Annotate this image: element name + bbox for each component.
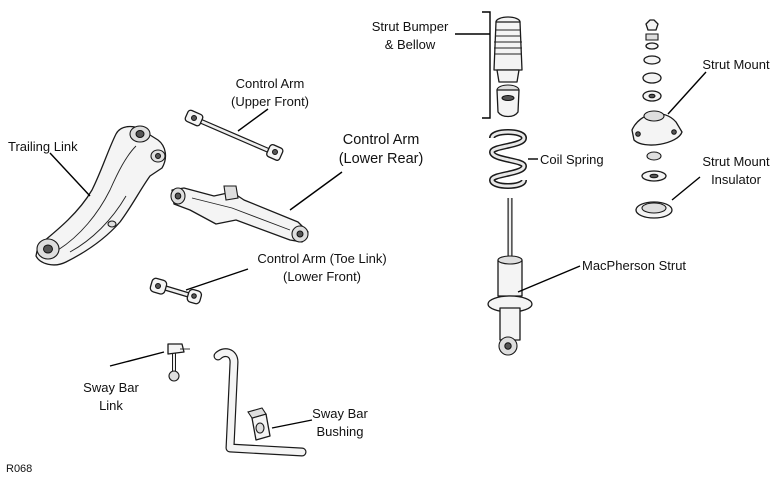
leader-strut-mount-insulator (671, 176, 701, 201)
label-strut-mount: Strut Mount (702, 57, 770, 72)
control-arm-toe-link-part (149, 277, 203, 305)
coil-spring-part (488, 129, 528, 189)
strut-bumper-bellow-part (493, 16, 523, 118)
label-macpherson-strut: MacPherson Strut (582, 258, 686, 273)
label-sway-bar-bushing-line2: Bushing (317, 424, 364, 439)
label-control-arm-toe-link-line2: (Lower Front) (283, 269, 361, 284)
figure-reference-code: R068 (6, 463, 32, 475)
label-sway-bar-link-line1: Sway Bar (83, 380, 139, 395)
label-control-arm-lower-rear-line2: (Lower Rear) (339, 151, 424, 167)
leader-sway-bar-bushing (271, 419, 313, 429)
leader-trailing-link (49, 152, 91, 197)
sway-bar-part (213, 348, 307, 457)
leader-control-arm-lower-rear (289, 171, 343, 211)
control-arm-lower-rear-part (170, 185, 309, 243)
sway-bar-link-part (167, 343, 190, 382)
part-labels: Trailing Link Control Arm (Upper Front) … (6, 19, 770, 475)
leader-lines (49, 11, 707, 429)
label-strut-bumper-line1: Strut Bumper (372, 19, 449, 34)
label-trailing-link: Trailing Link (8, 139, 78, 154)
control-arm-upper-front-part (184, 109, 284, 161)
label-strut-mount-insulator-line1: Strut Mount (702, 154, 770, 169)
bracket-strut-bumper (482, 11, 491, 119)
label-sway-bar-link-line2: Link (99, 398, 123, 413)
trailing-link-part (35, 125, 167, 266)
strut-mount-part (631, 19, 683, 182)
label-control-arm-lower-rear-line1: Control Arm (343, 132, 420, 148)
strut-mount-insulator-part (635, 201, 673, 219)
leader-strut-mount (667, 71, 707, 115)
leader-sway-bar-link (109, 351, 165, 367)
label-coil-spring: Coil Spring (540, 152, 604, 167)
label-control-arm-upper-front-line2: (Upper Front) (231, 94, 309, 109)
label-control-arm-toe-link-line1: Control Arm (Toe Link) (257, 251, 386, 266)
sway-bar-bushing-part (247, 407, 271, 441)
leader-macpherson-strut (517, 265, 581, 293)
label-strut-mount-insulator-line2: Insulator (711, 172, 762, 187)
macpherson-strut-part (487, 198, 533, 356)
leader-control-arm-toe-link (185, 268, 249, 291)
label-strut-bumper-line2: & Bellow (385, 37, 436, 52)
label-sway-bar-bushing-line1: Sway Bar (312, 406, 368, 421)
label-control-arm-upper-front-line1: Control Arm (236, 76, 305, 91)
leader-control-arm-upper-front (237, 108, 269, 132)
